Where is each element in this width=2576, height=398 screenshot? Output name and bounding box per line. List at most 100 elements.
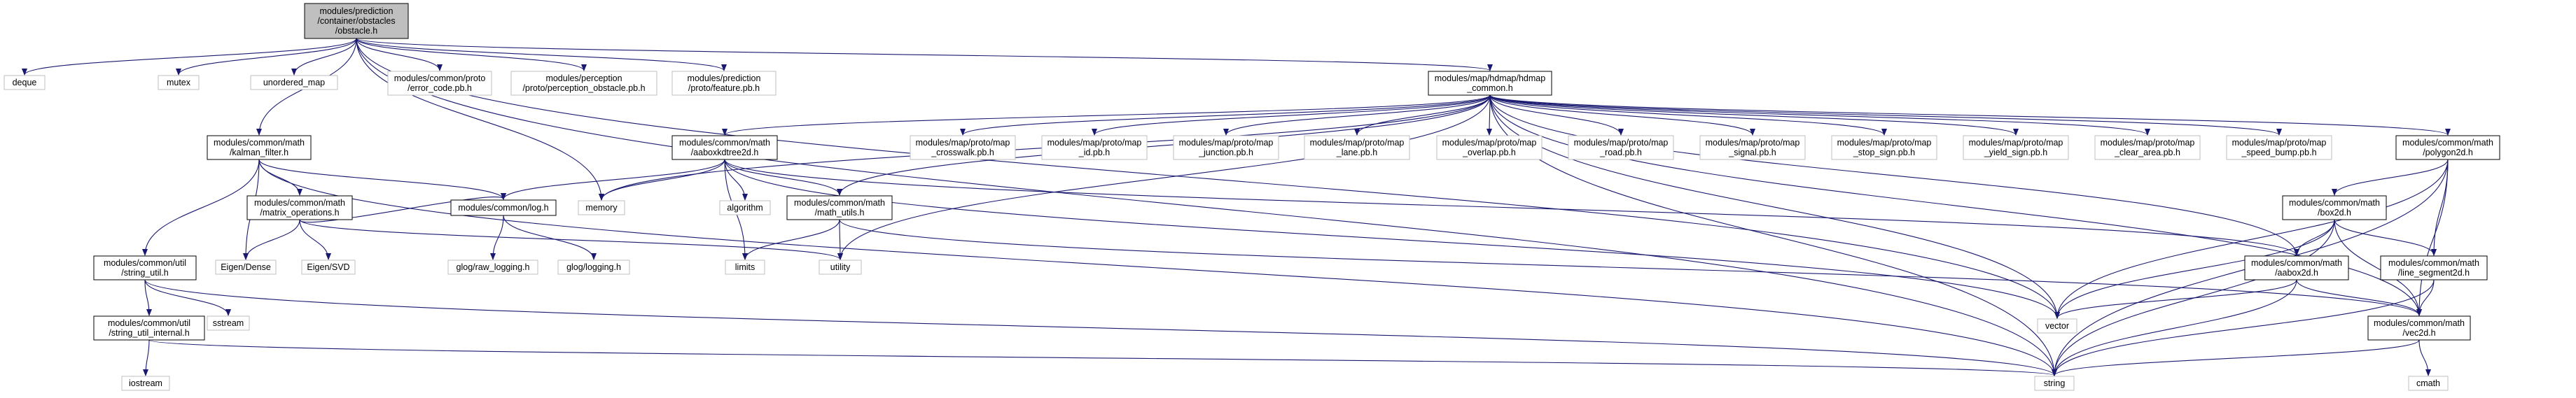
node-string-util-internal[interactable]: modules/common/util/string_util_internal… bbox=[93, 315, 205, 341]
node-utility: utility bbox=[819, 260, 862, 275]
node-label: unordered_map bbox=[263, 78, 325, 87]
node-label: glog/raw_logging.h bbox=[457, 262, 530, 272]
edge-aaboxkdtree2d-to-aabox2d bbox=[724, 159, 2299, 256]
node-label: algorithm bbox=[727, 203, 763, 213]
edge-obstacle-to-hdmap_common bbox=[356, 38, 1493, 71]
node-signal: modules/map/proto/map_signal.pb.h bbox=[1699, 135, 1806, 160]
node-box2d[interactable]: modules/common/math/box2d.h bbox=[2282, 195, 2387, 220]
edge-hdmap_common-to-junction bbox=[1223, 94, 1491, 136]
node-label: cmath bbox=[2416, 378, 2440, 388]
edge-hdmap_common-to-utility bbox=[837, 94, 1491, 260]
node-unordered-map: unordered_map bbox=[250, 75, 338, 90]
edge-string_util-to-string_util_internal bbox=[144, 279, 152, 316]
edge-hdmap_common-to-yield_sign bbox=[1489, 94, 2019, 136]
node-hdmap-common[interactable]: modules/map/hdmap/hdmap_common.h bbox=[1428, 71, 1552, 96]
node-box bbox=[557, 260, 630, 275]
edge-polygon2d-to-box2d bbox=[2332, 159, 2449, 196]
node-box bbox=[2226, 135, 2332, 160]
node-math-utils[interactable]: modules/common/math/math_utils.h bbox=[786, 195, 893, 220]
node-label: modules/map/proto/map_clear_area.pb.h bbox=[2101, 138, 2195, 157]
edge-obstacle-to-string bbox=[356, 38, 2057, 376]
node-label: modules/common/util/string_util.h bbox=[104, 258, 186, 278]
node-box bbox=[2367, 315, 2471, 341]
node-box bbox=[719, 200, 771, 215]
edge-string_util-to-string bbox=[144, 279, 2057, 376]
edge-box2d-to-vector bbox=[2054, 219, 2335, 319]
node-eigen-dense: Eigen/Dense bbox=[215, 260, 277, 275]
node-aaboxkdtree2d[interactable]: modules/common/math/aaboxkdtree2d.h bbox=[671, 135, 778, 160]
node-box bbox=[4, 75, 46, 90]
node-box bbox=[671, 71, 777, 96]
node-obstacle[interactable]: modules/prediction/container/obstacles/o… bbox=[304, 3, 409, 39]
node-matrix-operations[interactable]: modules/common/math/matrix_operations.h bbox=[246, 195, 353, 220]
edge-obstacle-to-error_code bbox=[356, 38, 443, 71]
node-mutex: mutex bbox=[158, 75, 200, 90]
node-label: memory bbox=[585, 203, 618, 213]
node-box bbox=[510, 71, 657, 96]
node-label: modules/common/math/aaboxkdtree2d.h bbox=[679, 138, 770, 157]
node-lane: modules/map/proto/map_lane.pb.h bbox=[1304, 135, 1410, 160]
node-box bbox=[1699, 135, 1806, 160]
node-box bbox=[447, 260, 538, 275]
node-vec2d[interactable]: modules/common/math/vec2d.h bbox=[2367, 315, 2471, 341]
edge-matrix_operations-to-log bbox=[299, 192, 506, 223]
node-label: glog/logging.h bbox=[566, 262, 621, 272]
node-box bbox=[304, 3, 409, 39]
edge-math_utils-to-vec2d bbox=[839, 219, 2422, 316]
node-box bbox=[121, 376, 170, 391]
node-memory: memory bbox=[578, 200, 625, 215]
node-box bbox=[578, 200, 625, 215]
node-polygon2d[interactable]: modules/common/math/polygon2d.h bbox=[2395, 135, 2500, 160]
edge-line_segment2d-to-vec2d bbox=[2416, 279, 2435, 316]
edge-vec2d-to-cmath bbox=[2418, 339, 2431, 376]
node-label: modules/common/math/kalman_filter.h bbox=[214, 138, 305, 157]
node-log[interactable]: modules/common/log.h bbox=[450, 199, 557, 216]
node-box bbox=[207, 135, 312, 160]
edge-matrix_operations-to-utility bbox=[299, 219, 843, 260]
edge-obstacle-to-unordered_map bbox=[291, 38, 357, 76]
node-cmath: cmath bbox=[2408, 376, 2449, 391]
edge-obstacle-to-mutex bbox=[176, 38, 357, 76]
node-line-segment2d[interactable]: modules/common/math/line_segment2d.h bbox=[2380, 255, 2488, 280]
node-label: modules/map/proto/map_crosswalk.pb.h bbox=[916, 138, 1010, 157]
node-aabox2d[interactable]: modules/common/math/aabox2d.h bbox=[2244, 255, 2349, 280]
node-eigen-svd: Eigen/SVD bbox=[301, 260, 356, 275]
node-box bbox=[215, 260, 277, 275]
node-limits: limits bbox=[725, 260, 765, 275]
node-label: modules/common/math/vec2d.h bbox=[2374, 318, 2465, 338]
node-glog-raw: glog/raw_logging.h bbox=[447, 260, 538, 275]
node-kalman-filter[interactable]: modules/common/math/kalman_filter.h bbox=[207, 135, 312, 160]
edge-string_util_internal-to-string bbox=[148, 339, 2057, 376]
edge-hdmap_common-to-crosswalk bbox=[960, 94, 1491, 136]
edge-hdmap_common-to-clear_area bbox=[1489, 94, 2150, 136]
node-iostream: iostream bbox=[121, 376, 170, 391]
node-box bbox=[450, 199, 557, 216]
node-box bbox=[93, 255, 197, 280]
node-box bbox=[671, 135, 778, 160]
edge-aabox2d-to-vector bbox=[2054, 279, 2297, 319]
node-label: modules/prediction/proto/feature.pb.h bbox=[688, 73, 761, 93]
node-box bbox=[786, 195, 893, 220]
edge-log-to-glog bbox=[503, 215, 597, 260]
node-error-code: modules/common/proto/error_code.pb.h bbox=[387, 71, 492, 96]
node-label: modules/common/math/line_segment2d.h bbox=[2388, 258, 2479, 278]
edge-hdmap_common-to-aaboxkdtree2d bbox=[722, 94, 1491, 136]
edge-string_util-to-sstream bbox=[144, 279, 231, 316]
edge-vec2d-to-string bbox=[2052, 339, 2420, 376]
node-box bbox=[250, 75, 338, 90]
edge-hdmap_common-to-map_id bbox=[1092, 94, 1491, 136]
node-string-util[interactable]: modules/common/util/string_util.h bbox=[93, 255, 197, 280]
node-clear-area: modules/map/proto/map_clear_area.pb.h bbox=[2094, 135, 2201, 160]
node-box bbox=[2408, 376, 2449, 391]
edge-polygon2d-to-vector bbox=[2054, 159, 2449, 319]
edge-hdmap_common-to-road bbox=[1489, 94, 1624, 136]
node-stop-sign: modules/map/proto/map_stop_sign.pb.h bbox=[1831, 135, 1937, 160]
node-box bbox=[1568, 135, 1674, 160]
node-layer: modules/prediction/container/obstacles/o… bbox=[4, 3, 2500, 391]
node-label: modules/common/math/math_utils.h bbox=[794, 198, 885, 218]
node-box bbox=[2034, 376, 2075, 391]
node-box bbox=[1304, 135, 1410, 160]
node-label: modules/common/math/aabox2d.h bbox=[2251, 258, 2342, 278]
node-glog: glog/logging.h bbox=[557, 260, 630, 275]
